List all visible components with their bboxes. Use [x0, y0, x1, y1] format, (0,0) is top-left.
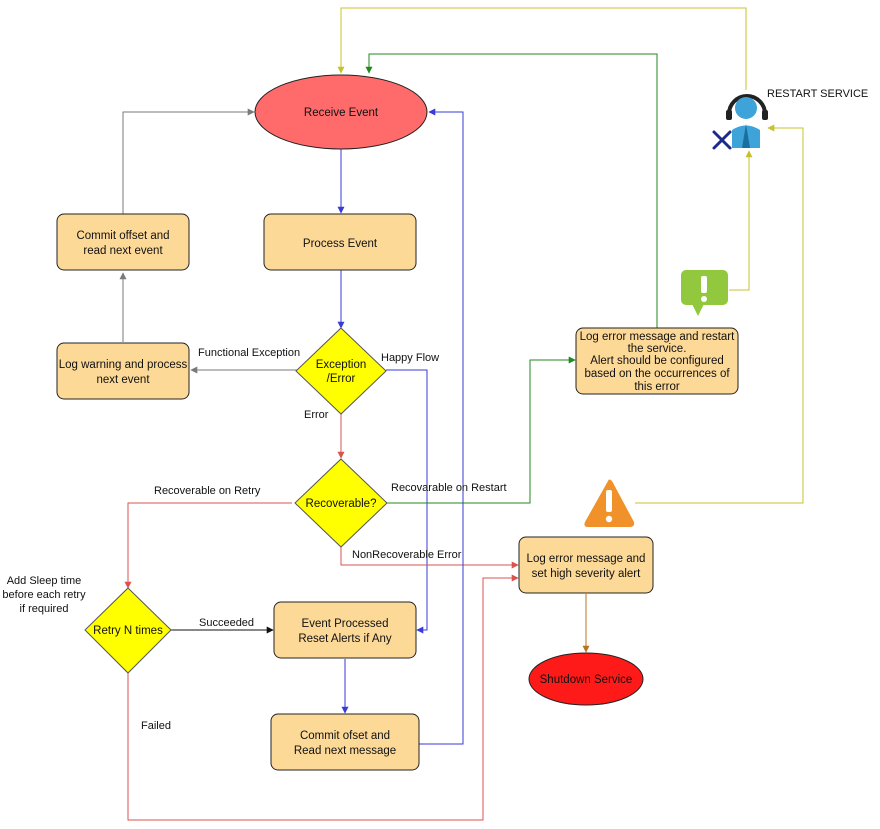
edge-restart-log-to-receive [365, 53, 658, 328]
label-nonrecoverable-error: NonRecoverable Error [352, 549, 462, 561]
alert-bubble-icon [681, 270, 728, 316]
node-exception-line-1: Exception [316, 359, 367, 371]
node-commit-ofset-read-message: Commit ofset and Read next message [270, 713, 420, 771]
edge-warning-to-restart [635, 124, 804, 504]
node-exception-line-2: /Error [327, 373, 356, 385]
edge-happy-flow [386, 369, 428, 634]
edge-alert-bubble-to-restart [729, 150, 753, 291]
label-failed: Failed [141, 720, 171, 732]
edge-commit-message-to-receive [419, 108, 464, 745]
label-sleep-note-line-2: before each retry [2, 589, 86, 601]
label-recoverable-on-restart: Recovarable on Restart [391, 482, 507, 494]
node-log-error-alert: Log error message and set high severity … [518, 536, 654, 594]
node-log-error-restart-line-5: this error [634, 381, 680, 393]
node-log-error-restart-line-4: based on the occurrences of [584, 368, 730, 380]
edge-recoverable-to-retry [124, 502, 292, 589]
node-shutdown-label: Shutdown Service [540, 674, 633, 686]
node-commit-ofset-line-1: Commit ofset and [300, 730, 390, 742]
node-retry-n-times: Retry N times [84, 587, 172, 674]
node-commit-offset-line-1: Commit offset and [76, 230, 169, 242]
node-recoverable-label: Recoverable? [306, 498, 377, 510]
node-log-error-restart: Log error message and restart the servic… [575, 327, 739, 395]
label-happy-flow: Happy Flow [381, 352, 439, 364]
node-event-processed: Event Processed Reset Alerts if Any [273, 601, 417, 659]
node-commit-offset-read-next: Commit offset and read next event [56, 213, 190, 271]
restart-service-label: RESTART SERVICE [767, 88, 868, 100]
node-event-processed-line-2: Reset Alerts if Any [298, 633, 392, 645]
edge-retry-failed [127, 574, 519, 821]
node-recoverable: Recoverable? [294, 458, 388, 548]
label-functional-exception: Functional Exception [198, 347, 300, 359]
warning-triangle-icon [584, 479, 635, 527]
node-log-error-alert-line-1: Log error message and [527, 553, 646, 565]
support-agent-icon [712, 94, 768, 150]
label-succeeded: Succeeded [199, 617, 254, 629]
label-sleep-note-line-1: Add Sleep time [7, 575, 82, 587]
node-log-error-alert-line-2: set high severity alert [532, 568, 641, 580]
node-process-event-label: Process Event [303, 238, 378, 250]
node-log-error-restart-line-2: the service. [628, 343, 687, 355]
label-recoverable-on-retry: Recoverable on Retry [154, 485, 261, 497]
node-shutdown-service: Shutdown Service [528, 652, 644, 706]
label-error: Error [304, 409, 329, 421]
edge-recoverable-to-alert-log [340, 547, 519, 569]
edges [119, 7, 804, 821]
node-receive-event-label: Receive Event [304, 107, 379, 119]
node-commit-ofset-line-2: Read next message [294, 745, 396, 757]
edge-recoverable-to-restart-log [386, 356, 576, 504]
node-log-warning-line-2: next event [96, 374, 150, 386]
node-log-warning: Log warning and process next event [56, 342, 190, 400]
node-exception-error: Exception /Error [295, 327, 387, 415]
node-log-error-restart-line-3: Alert should be configured [590, 355, 724, 367]
node-retry-label: Retry N times [93, 625, 163, 637]
node-commit-offset-line-2: read next event [83, 245, 163, 257]
edge-restart-to-receive [337, 7, 747, 90]
node-event-processed-line-1: Event Processed [302, 618, 389, 630]
edge-commit-to-receive [122, 108, 255, 214]
node-receive-event: Receive Event [254, 74, 428, 150]
label-sleep-note-line-3: if required [20, 603, 69, 615]
node-process-event: Process Event [263, 213, 417, 271]
node-log-error-restart-line-1: Log error message and restart [580, 331, 735, 343]
node-log-warning-line-1: Log warning and process [59, 359, 188, 371]
